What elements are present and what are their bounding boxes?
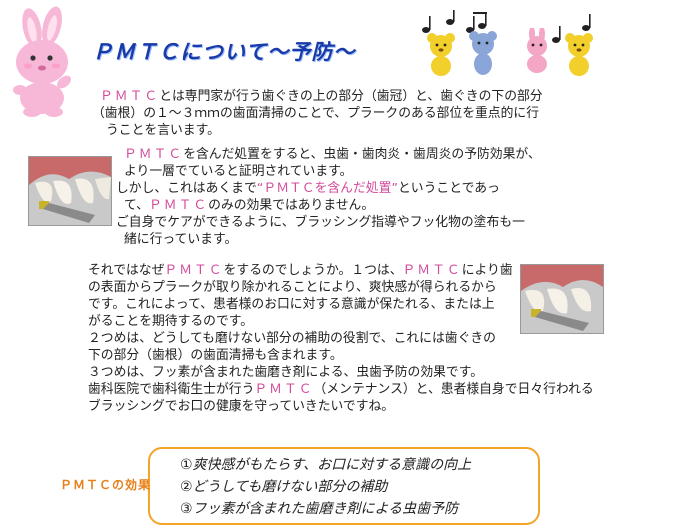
treatment-paragraph: ＰＭＴＣを含んだ処置をすると、虫歯・歯肉炎・歯周炎の予防効果が、 より一層でてい… [116,147,541,247]
pmtc-highlight: ＰＭＴＣ [100,89,160,104]
bear-mascot-icon [427,28,593,76]
dental-photo-icon [28,156,112,226]
page-title: ＰＭＴＣについて～予防～ [92,40,356,64]
summary-box [148,447,540,525]
summary-item: ③フッ素が含まれた歯磨き剤による虫歯予防 [180,501,459,517]
reason-paragraph: それではなぜＰＭＴＣをするのでしょうか。１つは、ＰＭＴＣにより歯 の表面からプラ… [88,263,594,414]
rabbit-mascot-icon [13,6,71,117]
intro-paragraph: ＰＭＴＣとは専門家が行う歯ぐきの上の部分（歯冠）と、歯ぐきの下の部分 （歯根）の… [92,89,543,138]
summary-item: ②どうしても磨けない部分の補助 [180,479,388,495]
dental-photo-icon [520,264,604,334]
summary-label: ＰＭＴＣの効果 [60,478,152,492]
music-notes-icon [422,10,591,43]
summary-item: ①爽快感がもたらす、お口に対する意識の向上 [180,457,472,473]
